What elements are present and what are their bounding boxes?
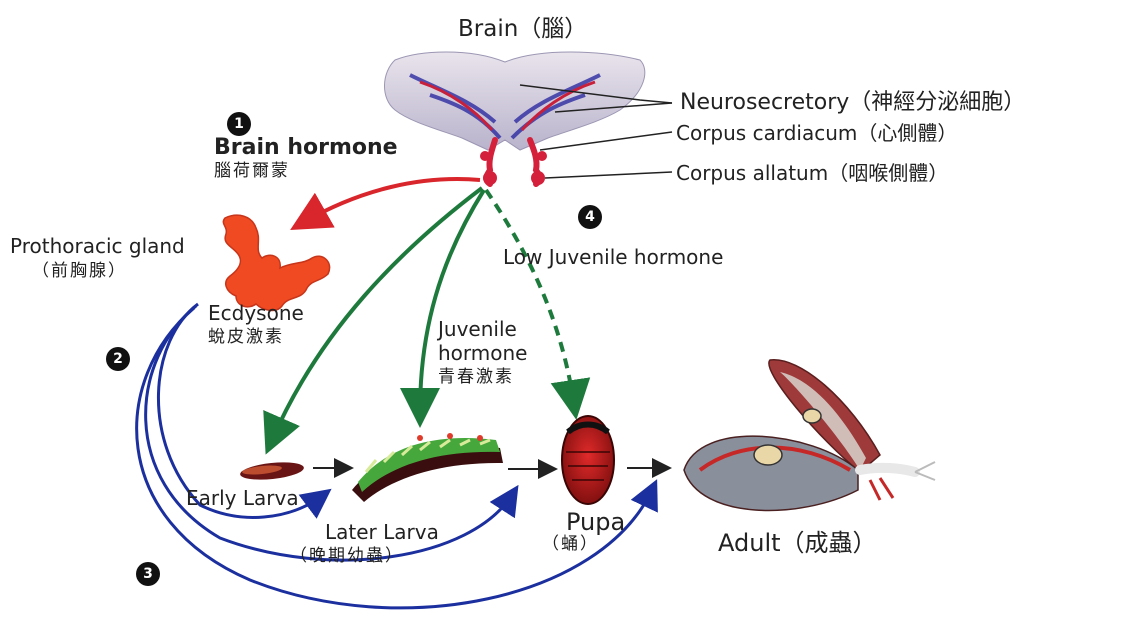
neurosecretory-label: Neurosecretory（神經分泌細胞） [680,90,1025,115]
prothoracic-gland-zh-label: （前胸腺） [32,262,127,282]
brain-hormone-zh-label: 腦荷爾蒙 [214,162,290,182]
step-4-badge: 4 [578,205,602,229]
step-2-badge: 2 [106,347,130,371]
brain-illustration [384,52,644,185]
juvenile-hormone-label-line2: hormone [438,342,527,365]
ecdysone-zh-label: 蛻皮激素 [208,328,284,348]
brain-label: Brain（腦） [458,16,587,42]
adult-moth-illustration [684,360,935,511]
adult-label: Adult（成蟲） [718,530,877,558]
pupa-zh-label: （蛹） [542,535,599,555]
prothoracic-gland-illustration [223,215,329,310]
corpus-allatum-label: Corpus allatum（咽喉側體） [676,162,948,185]
ecdysone-label: Ecdysone [208,302,304,325]
pupa-label: Pupa [566,509,625,537]
early-larva-illustration [239,460,304,483]
later-larva-zh-label: （晚期幼蟲） [290,547,404,567]
juvenile-hormone-label-line1: Juvenile [438,318,517,341]
pupa-illustration [562,416,614,504]
juvenile-hormone-zh-label: 青春激素 [438,368,514,388]
low-juvenile-hormone-label: Low Juvenile hormone [503,246,723,269]
brain-hormone-label: Brain hormone [214,135,398,160]
later-larva-illustration [352,433,503,502]
brain-hormone-arrow [304,179,480,222]
step-1-badge: 1 [227,112,251,136]
prothoracic-gland-label: Prothoracic gland [10,235,185,258]
later-larva-label: Later Larva [325,521,439,544]
corpus-cardiacum-label: Corpus cardiacum（心側體） [676,122,957,145]
step-3-badge: 3 [136,562,160,586]
early-larva-label: Early Larva [186,487,299,510]
juvenile-hormone-arrows [272,188,574,440]
